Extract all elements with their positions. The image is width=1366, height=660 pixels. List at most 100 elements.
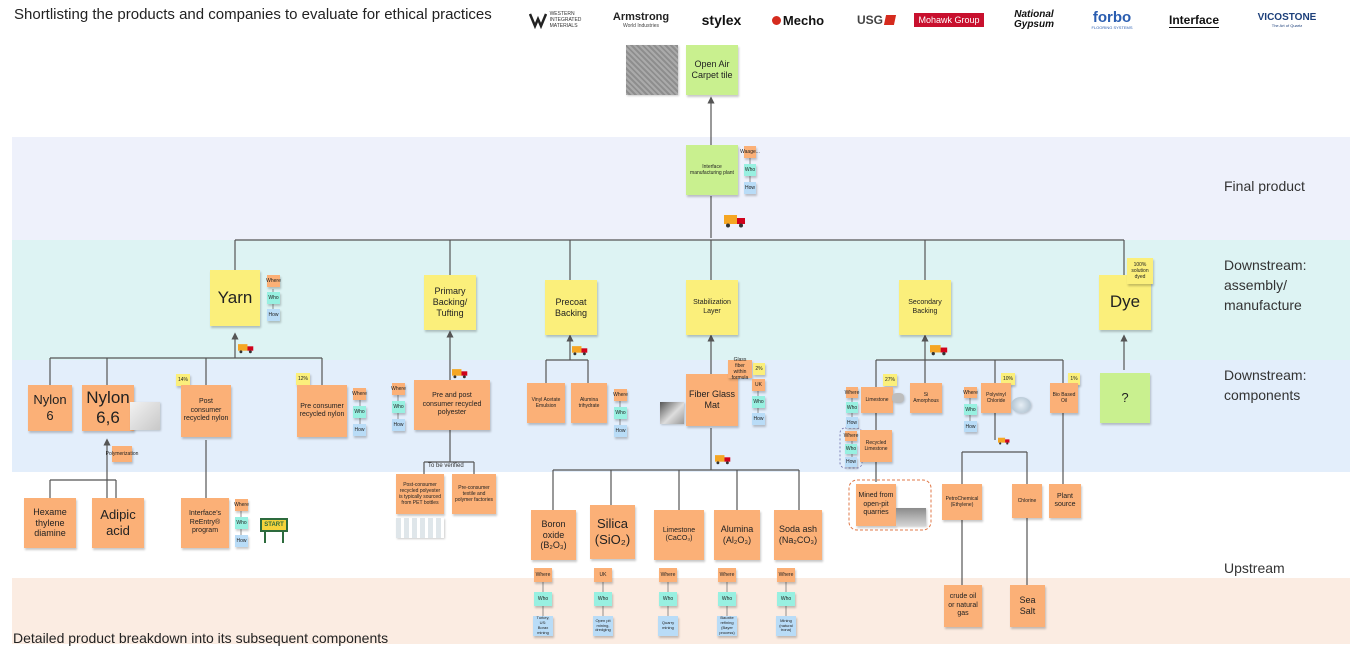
node-post-consumer-pet-note[interactable]: Post-consumer recycled polyester is typi… (396, 474, 444, 514)
node-chlorine[interactable]: Chlorine (1012, 484, 1042, 518)
plant-how-note[interactable]: How (744, 182, 756, 194)
node-primary-backing-tufting[interactable]: Primary Backing/ Tufting (424, 275, 476, 330)
reentry-how-note[interactable]: How (235, 535, 248, 547)
nylon66-polymerization-tag[interactable]: Polymerization (106, 446, 138, 462)
secondary-where-note[interactable]: Where (845, 387, 859, 398)
pvc-how-note[interactable]: How (964, 421, 977, 432)
node-plant-source[interactable]: Plant source (1049, 484, 1081, 518)
node-interface-reentry-program[interactable]: Interface's ReEntry® program (181, 498, 229, 548)
node-si-amorphous[interactable]: Si Amorphous (910, 383, 942, 413)
ppc-who-note[interactable]: Who (392, 401, 405, 413)
node-soda-ash[interactable]: Soda ash (Na₂CO₃) (774, 510, 822, 560)
pre-where-note[interactable]: Where (352, 388, 367, 400)
upstream-band (12, 578, 1350, 644)
node-sea-salt[interactable]: Sea Salt (1010, 585, 1045, 627)
node-pre-consumer-factories-note[interactable]: Pre-consumer textile and polymer factori… (452, 474, 496, 514)
logo-mecho: Mecho (766, 8, 830, 32)
node-limestone[interactable]: Limestone (861, 387, 893, 413)
ppc-where-note[interactable]: Where (391, 383, 406, 395)
limestone-who-note[interactable]: Who (659, 592, 677, 606)
node-adipic-acid[interactable]: Adipic acid (92, 498, 144, 548)
node-vinyl-acetate-emulsion[interactable]: Vinyl Acetate Emulsion (527, 383, 565, 423)
fiber-percent[interactable]: 2% (753, 363, 765, 375)
reentry-where-note[interactable]: Where (234, 499, 249, 511)
yarn-who-note[interactable]: Who (267, 292, 280, 304)
node-pre-consumer-recycled-nylon[interactable]: Pre consumer recycled nylon (297, 385, 347, 437)
post-consumer-percent[interactable]: 14% (176, 374, 190, 386)
logo-mohawk-group: Mohawk Group (908, 8, 990, 32)
fiber-who-note[interactable]: Who (752, 396, 765, 408)
node-interface-manufacturing-plant[interactable]: Interface manufacturing plant (686, 145, 738, 195)
soda-how-note[interactable]: Mining (natural trona) (776, 616, 796, 636)
soda-who-note[interactable]: Who (777, 592, 795, 606)
fiber-where-note[interactable]: UK (752, 379, 765, 391)
secondary-how-note[interactable]: How (846, 417, 858, 428)
pvc-who-note[interactable]: Who (964, 404, 977, 415)
node-post-consumer-recycled-nylon[interactable]: Post consumer recycled nylon (181, 385, 231, 437)
limestone-where-note[interactable]: Where (659, 568, 677, 582)
node-stabilization-layer[interactable]: Stabilization Layer (686, 280, 738, 335)
dye-note[interactable]: 100% solution dyed (1127, 258, 1153, 284)
silica-where-note[interactable]: UK (594, 568, 612, 582)
node-pre-post-recycled-polyester[interactable]: Pre and post consumer recycled polyester (414, 380, 490, 430)
plant-where-note[interactable]: Waage... (740, 146, 760, 158)
logo-national-gypsum: National Gypsum (1013, 9, 1054, 30)
alumina-how-note[interactable]: Bauxite refining (Bayer process) (717, 616, 737, 636)
precoat-who-note[interactable]: Who (614, 407, 627, 419)
node-limestone-caco3[interactable]: Limestone (CaCO₃) (654, 510, 704, 560)
precoat-how-note[interactable]: How (614, 425, 627, 437)
pvc-percent[interactable]: 10% (1001, 373, 1015, 385)
recycled-where-note[interactable]: Where (843, 431, 859, 441)
soda-where-note[interactable]: Where (777, 568, 795, 582)
limestone-how-note[interactable]: Quarry mining (658, 616, 678, 636)
boron-who-note[interactable]: Who (534, 592, 552, 606)
node-crude-oil-natural-gas[interactable]: crude oil or natural gas (944, 585, 982, 627)
ppc-how-note[interactable]: How (392, 419, 405, 431)
node-precoat-backing[interactable]: Precoat Backing (545, 280, 597, 335)
boron-where-note[interactable]: Where (534, 568, 552, 582)
recycled-how-note[interactable]: How (845, 457, 857, 467)
node-nylon-6[interactable]: Nylon 6 (28, 385, 72, 431)
pvc-where-note[interactable]: Where (963, 387, 978, 398)
limestone-percent[interactable]: 27% (883, 374, 897, 386)
logo-western-integrated-materials: WESTERN INTEGRATED MATERIALS (520, 8, 590, 32)
pre-how-note[interactable]: How (353, 424, 366, 436)
node-bio-based-oil[interactable]: Bio Based Oil (1050, 383, 1078, 413)
silica-who-note[interactable]: Who (594, 592, 612, 606)
node-yarn[interactable]: Yarn (210, 270, 260, 326)
node-boron-oxide[interactable]: Boron oxide (B₂O₃) (531, 510, 576, 560)
node-polyvinyl-chloride[interactable]: Polyvinyl Chloride (981, 383, 1011, 413)
recycled-who-note[interactable]: Who (845, 444, 857, 454)
boron-how-note[interactable]: Turkey, US: Borax mining (533, 616, 553, 636)
node-nylon-6-6[interactable]: Nylon 6,6 (82, 385, 134, 431)
node-alumina-trihydrate[interactable]: Alumina trihydrate (571, 383, 607, 423)
fiber-note[interactable]: Glass fiber within formula (728, 357, 752, 381)
node-mined-open-pit[interactable]: Mined from open-pit quarries (856, 484, 896, 526)
node-secondary-backing[interactable]: Secondary Backing (899, 280, 951, 335)
yarn-how-note[interactable]: How (267, 309, 280, 321)
node-hexamethylene-diamine[interactable]: Hexame thylene diamine (24, 498, 76, 548)
yarn-where-note[interactable]: Where (266, 275, 281, 287)
pre-who-note[interactable]: Who (353, 406, 366, 418)
node-petrochemical-ethylene[interactable]: PetroChemical (Ethylene) (942, 484, 982, 520)
fiber-how-note[interactable]: How (752, 413, 765, 425)
node-silica[interactable]: Silica (SiO₂) (590, 505, 635, 559)
secondary-who-note[interactable]: Who (846, 402, 858, 413)
bio-percent[interactable]: 1% (1068, 373, 1080, 385)
alumina-who-note[interactable]: Who (718, 592, 736, 606)
node-recycled-limestone[interactable]: Recycled Limestone (860, 430, 892, 462)
precoat-where-note[interactable]: Where (613, 389, 628, 401)
node-dye[interactable]: Dye (1099, 275, 1151, 330)
node-fiber-glass-mat[interactable]: Fiber Glass Mat (686, 374, 738, 426)
node-dye-unknown[interactable]: ? (1100, 373, 1150, 423)
reentry-who-note[interactable]: Who (235, 517, 248, 529)
pre-consumer-percent[interactable]: 12% (296, 373, 310, 385)
alumina-where-note[interactable]: Where (718, 568, 736, 582)
fiberglass-image (660, 402, 684, 424)
node-alumina[interactable]: Alumina (Al₂O₃) (714, 510, 760, 560)
node-open-air-carpet-tile[interactable]: Open Air Carpet tile (686, 45, 738, 95)
logo-forbo: forbo FLOORING SYSTEMS (1091, 9, 1133, 30)
to-be-verified-label: To be verified (428, 463, 464, 469)
silica-how-note[interactable]: Open pit mining, dredging (593, 616, 613, 636)
plant-who-note[interactable]: Who (744, 164, 756, 176)
